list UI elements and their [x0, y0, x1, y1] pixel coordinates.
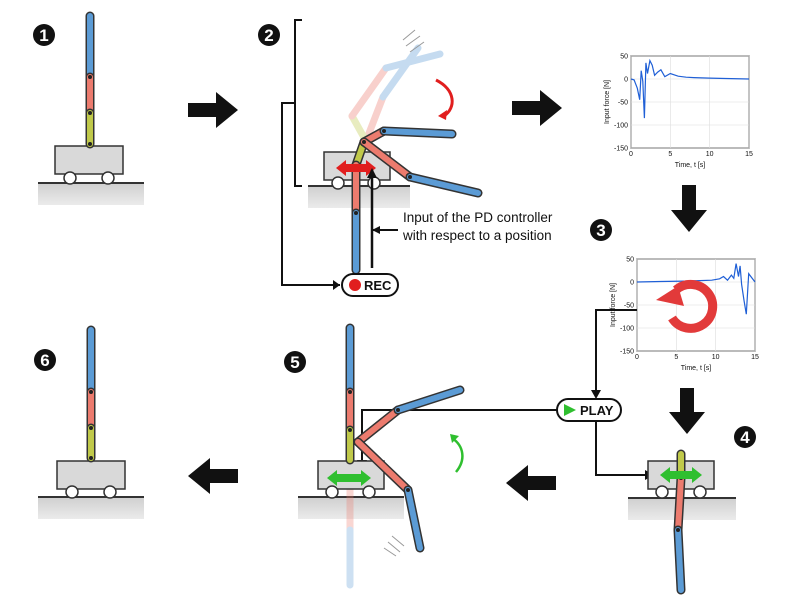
step-1-cartpole [38, 11, 144, 205]
step-4-number: 4 [740, 428, 750, 447]
rotation-arrow-red [435, 78, 454, 118]
joint [88, 75, 92, 79]
play-connector [595, 309, 637, 395]
play-triangle-icon [564, 404, 576, 416]
play-to-step4-connector [595, 421, 650, 476]
x-tick-label: 0 [629, 151, 633, 158]
step-2-number: 2 [264, 26, 273, 45]
push-arrow-green [327, 470, 371, 486]
step-2-recording: Input of the PD controller with respect … [281, 19, 553, 297]
annotation-line-1: Input of the PD controller [403, 210, 553, 225]
step-3-badge: 3 [590, 219, 612, 241]
step-6-badge: 6 [34, 349, 56, 371]
step-2-badge: 2 [258, 24, 280, 46]
play-button[interactable]: PLAY [556, 398, 622, 422]
y-tick-label: -150 [620, 349, 634, 356]
step-1-badge: 1 [33, 24, 55, 46]
push-arrow-red [336, 160, 376, 176]
step-5-number: 5 [290, 353, 299, 372]
ground [38, 183, 144, 205]
wheel [63, 171, 77, 185]
x-tick-label: 5 [668, 151, 672, 158]
chart-recorded-force: 0 5 10 15 50 0 -50 -100 -150 Time, t [s] Input f… [604, 54, 753, 170]
flow-arrow-left [506, 465, 556, 501]
chart1-ylabel: Input force [N] [604, 80, 611, 124]
step-5-badge: 5 [284, 351, 306, 373]
force-series-line [630, 58, 750, 119]
record-dot-icon [349, 279, 361, 291]
rec-label: REC [364, 278, 392, 293]
y-tick-label: -50 [618, 100, 628, 107]
y-tick-label: 50 [620, 54, 628, 61]
y-tick-label: -50 [624, 303, 634, 310]
joint [88, 111, 92, 115]
flow-arrow-down [669, 388, 705, 434]
x-tick-label: 10 [706, 151, 714, 158]
y-tick-label: -150 [614, 146, 628, 153]
step-6-cartpole [38, 325, 144, 519]
chart2-ylabel: Input force [N] [610, 283, 617, 327]
play-label: PLAY [580, 403, 614, 418]
x-tick-label: 10 [712, 354, 720, 361]
step-4-badge: 4 [734, 426, 756, 448]
chart-reversed-force: 0 5 10 15 50 0 -50 -100 -150 Time, t [s] Input f… [610, 257, 759, 373]
rec-button[interactable]: REC [341, 273, 399, 297]
reverse-arrow-icon [668, 279, 718, 333]
joint [88, 142, 92, 146]
wheel [101, 171, 115, 185]
y-tick-label: -100 [620, 326, 634, 333]
step-4-cartpole [628, 449, 736, 595]
flow-arrow-left [188, 458, 238, 494]
x-tick-label: 15 [751, 354, 759, 361]
bracket [294, 19, 302, 187]
step-3-number: 3 [596, 221, 605, 240]
flow-arrow-right [512, 90, 562, 126]
step-6-number: 6 [40, 351, 49, 370]
y-tick-label: -100 [614, 123, 628, 130]
step-1-number: 1 [39, 26, 48, 45]
cart [54, 145, 124, 175]
x-tick-label: 0 [635, 354, 639, 361]
flow-arrow-down [671, 185, 707, 232]
y-tick-label: 50 [626, 257, 634, 264]
chart1-xlabel: Time, t [s] [675, 162, 706, 169]
flow-arrow-right [188, 92, 238, 128]
annotation-line-2: with respect to a position [402, 228, 552, 243]
y-tick-label: 0 [624, 77, 628, 84]
push-arrow-green [660, 467, 702, 483]
y-tick-label: 0 [630, 280, 634, 287]
chart2-xlabel: Time, t [s] [681, 365, 712, 372]
x-tick-label: 5 [674, 354, 678, 361]
rotation-arrow-green [451, 436, 464, 473]
rec-connector [281, 102, 340, 286]
step-5-cartpole [298, 323, 465, 589]
x-tick-label: 15 [745, 151, 753, 158]
